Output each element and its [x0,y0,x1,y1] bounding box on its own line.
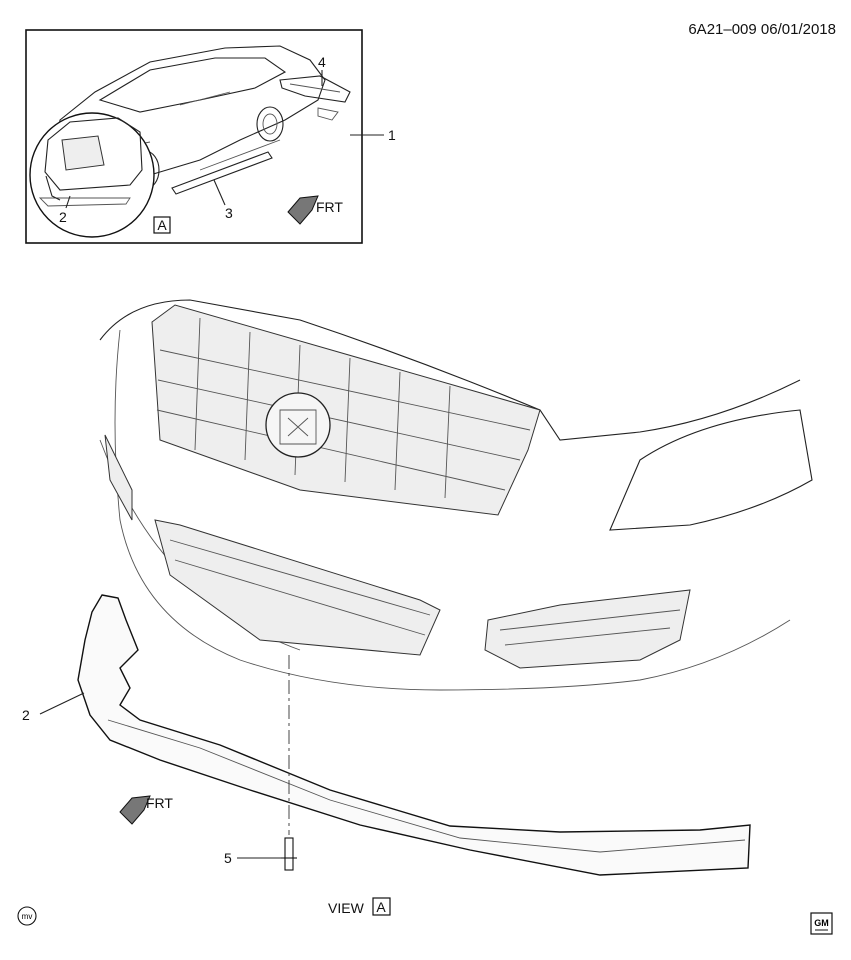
view-caption-ref: A [376,899,386,915]
view-caption-tag [372,897,391,916]
callout-2-main: 2 [22,707,30,723]
fastener-pin [281,837,297,871]
callout-3-leader [213,179,226,206]
gm-logo: GM [810,912,833,935]
view-a-tag-label: A [157,217,167,233]
callout-2-leader [65,195,71,209]
callout-3: 3 [225,205,233,221]
callout-5: 5 [224,850,232,866]
svg-text:GM: GM [814,918,829,928]
side-bumper-grille [104,434,133,521]
callout-2-main-leader [39,692,85,715]
callout-2-inset: 2 [59,209,67,225]
front-direction-arrow-inset: FRT [287,195,343,225]
front-direction-arrow-main: FRT [119,795,173,825]
front-fascia-closeup [38,117,143,207]
detail-magnifier [29,112,155,238]
front-lower-spoiler [77,594,751,876]
front-end-illustration [99,299,813,691]
callout-4: 4 [318,54,326,70]
frt-label-inset: FRT [316,199,343,215]
mv-mark-text: mv [22,912,33,921]
fog-lamp-grille [484,589,691,669]
frt-label-main: FRT [146,795,173,811]
lower-grille [154,519,441,656]
brand-emblem [265,392,331,458]
inset-overview: A 1 4 3 2 FRT [25,29,396,244]
headlamp-outline [609,409,813,531]
callout-1: 1 [388,127,396,143]
upper-grille [151,304,541,516]
diagram-reference: 6A21–009 06/01/2018 [688,21,836,38]
view-a-tag [153,216,171,234]
view-caption: VIEW [328,900,365,916]
mv-mark [17,906,37,926]
